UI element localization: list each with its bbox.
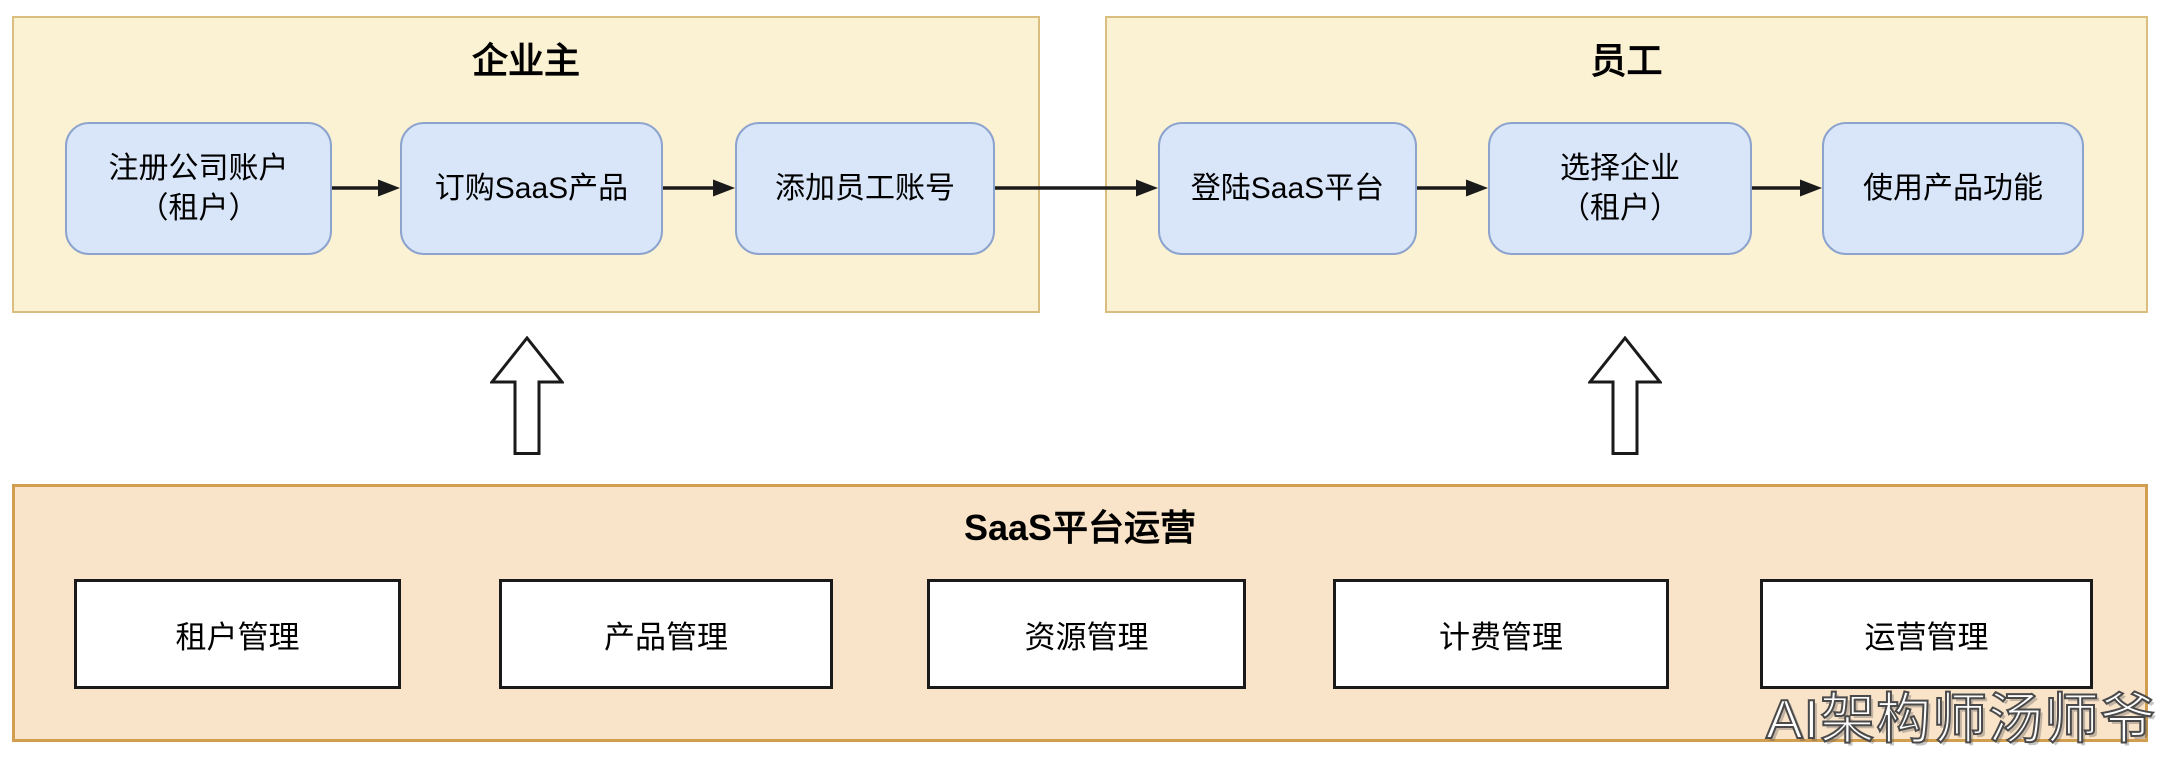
step-use-product-features: 使用产品功能 bbox=[1822, 122, 2084, 255]
step-select-enterprise: 选择企业 （租户） bbox=[1488, 122, 1752, 255]
flow-arrow-icon bbox=[1417, 179, 1488, 197]
panel-saas-platform-operations: SaaS平台运营 租户管理 产品管理 资源管理 计费管理 运营管理 bbox=[12, 484, 2148, 742]
panel-enterprise-owner: 企业主 注册公司账户 （租户） 订购SaaS产品 添加员工账号 bbox=[12, 16, 1040, 313]
flow-arrow-icon bbox=[663, 179, 735, 197]
step-register-company-account: 注册公司账户 （租户） bbox=[65, 122, 332, 255]
module-resource-management: 资源管理 bbox=[927, 579, 1246, 689]
flow-arrow-icon bbox=[995, 179, 1158, 197]
panel-employee-title: 员工 bbox=[1590, 40, 1663, 81]
watermark: AI架构师汤师爷 bbox=[1765, 687, 2156, 751]
up-arrow-icon bbox=[490, 336, 564, 455]
panel-employee: 员工 登陆SaaS平台 选择企业 （租户） 使用产品功能 bbox=[1105, 16, 2148, 313]
module-product-management: 产品管理 bbox=[499, 579, 833, 689]
step-add-employee-account: 添加员工账号 bbox=[735, 122, 995, 255]
step-login-saas-platform: 登陆SaaS平台 bbox=[1158, 122, 1417, 255]
step-subscribe-saas-product: 订购SaaS产品 bbox=[400, 122, 663, 255]
panel-saas-platform-operations-title: SaaS平台运营 bbox=[963, 507, 1197, 548]
panel-enterprise-owner-title: 企业主 bbox=[471, 40, 580, 81]
flow-arrow-icon bbox=[1752, 179, 1822, 197]
module-tenant-management: 租户管理 bbox=[74, 579, 401, 689]
flow-arrow-icon bbox=[332, 179, 400, 197]
up-arrow-icon bbox=[1588, 336, 1662, 455]
module-operations-management: 运营管理 bbox=[1760, 579, 2093, 689]
module-billing-management: 计费管理 bbox=[1333, 579, 1669, 689]
